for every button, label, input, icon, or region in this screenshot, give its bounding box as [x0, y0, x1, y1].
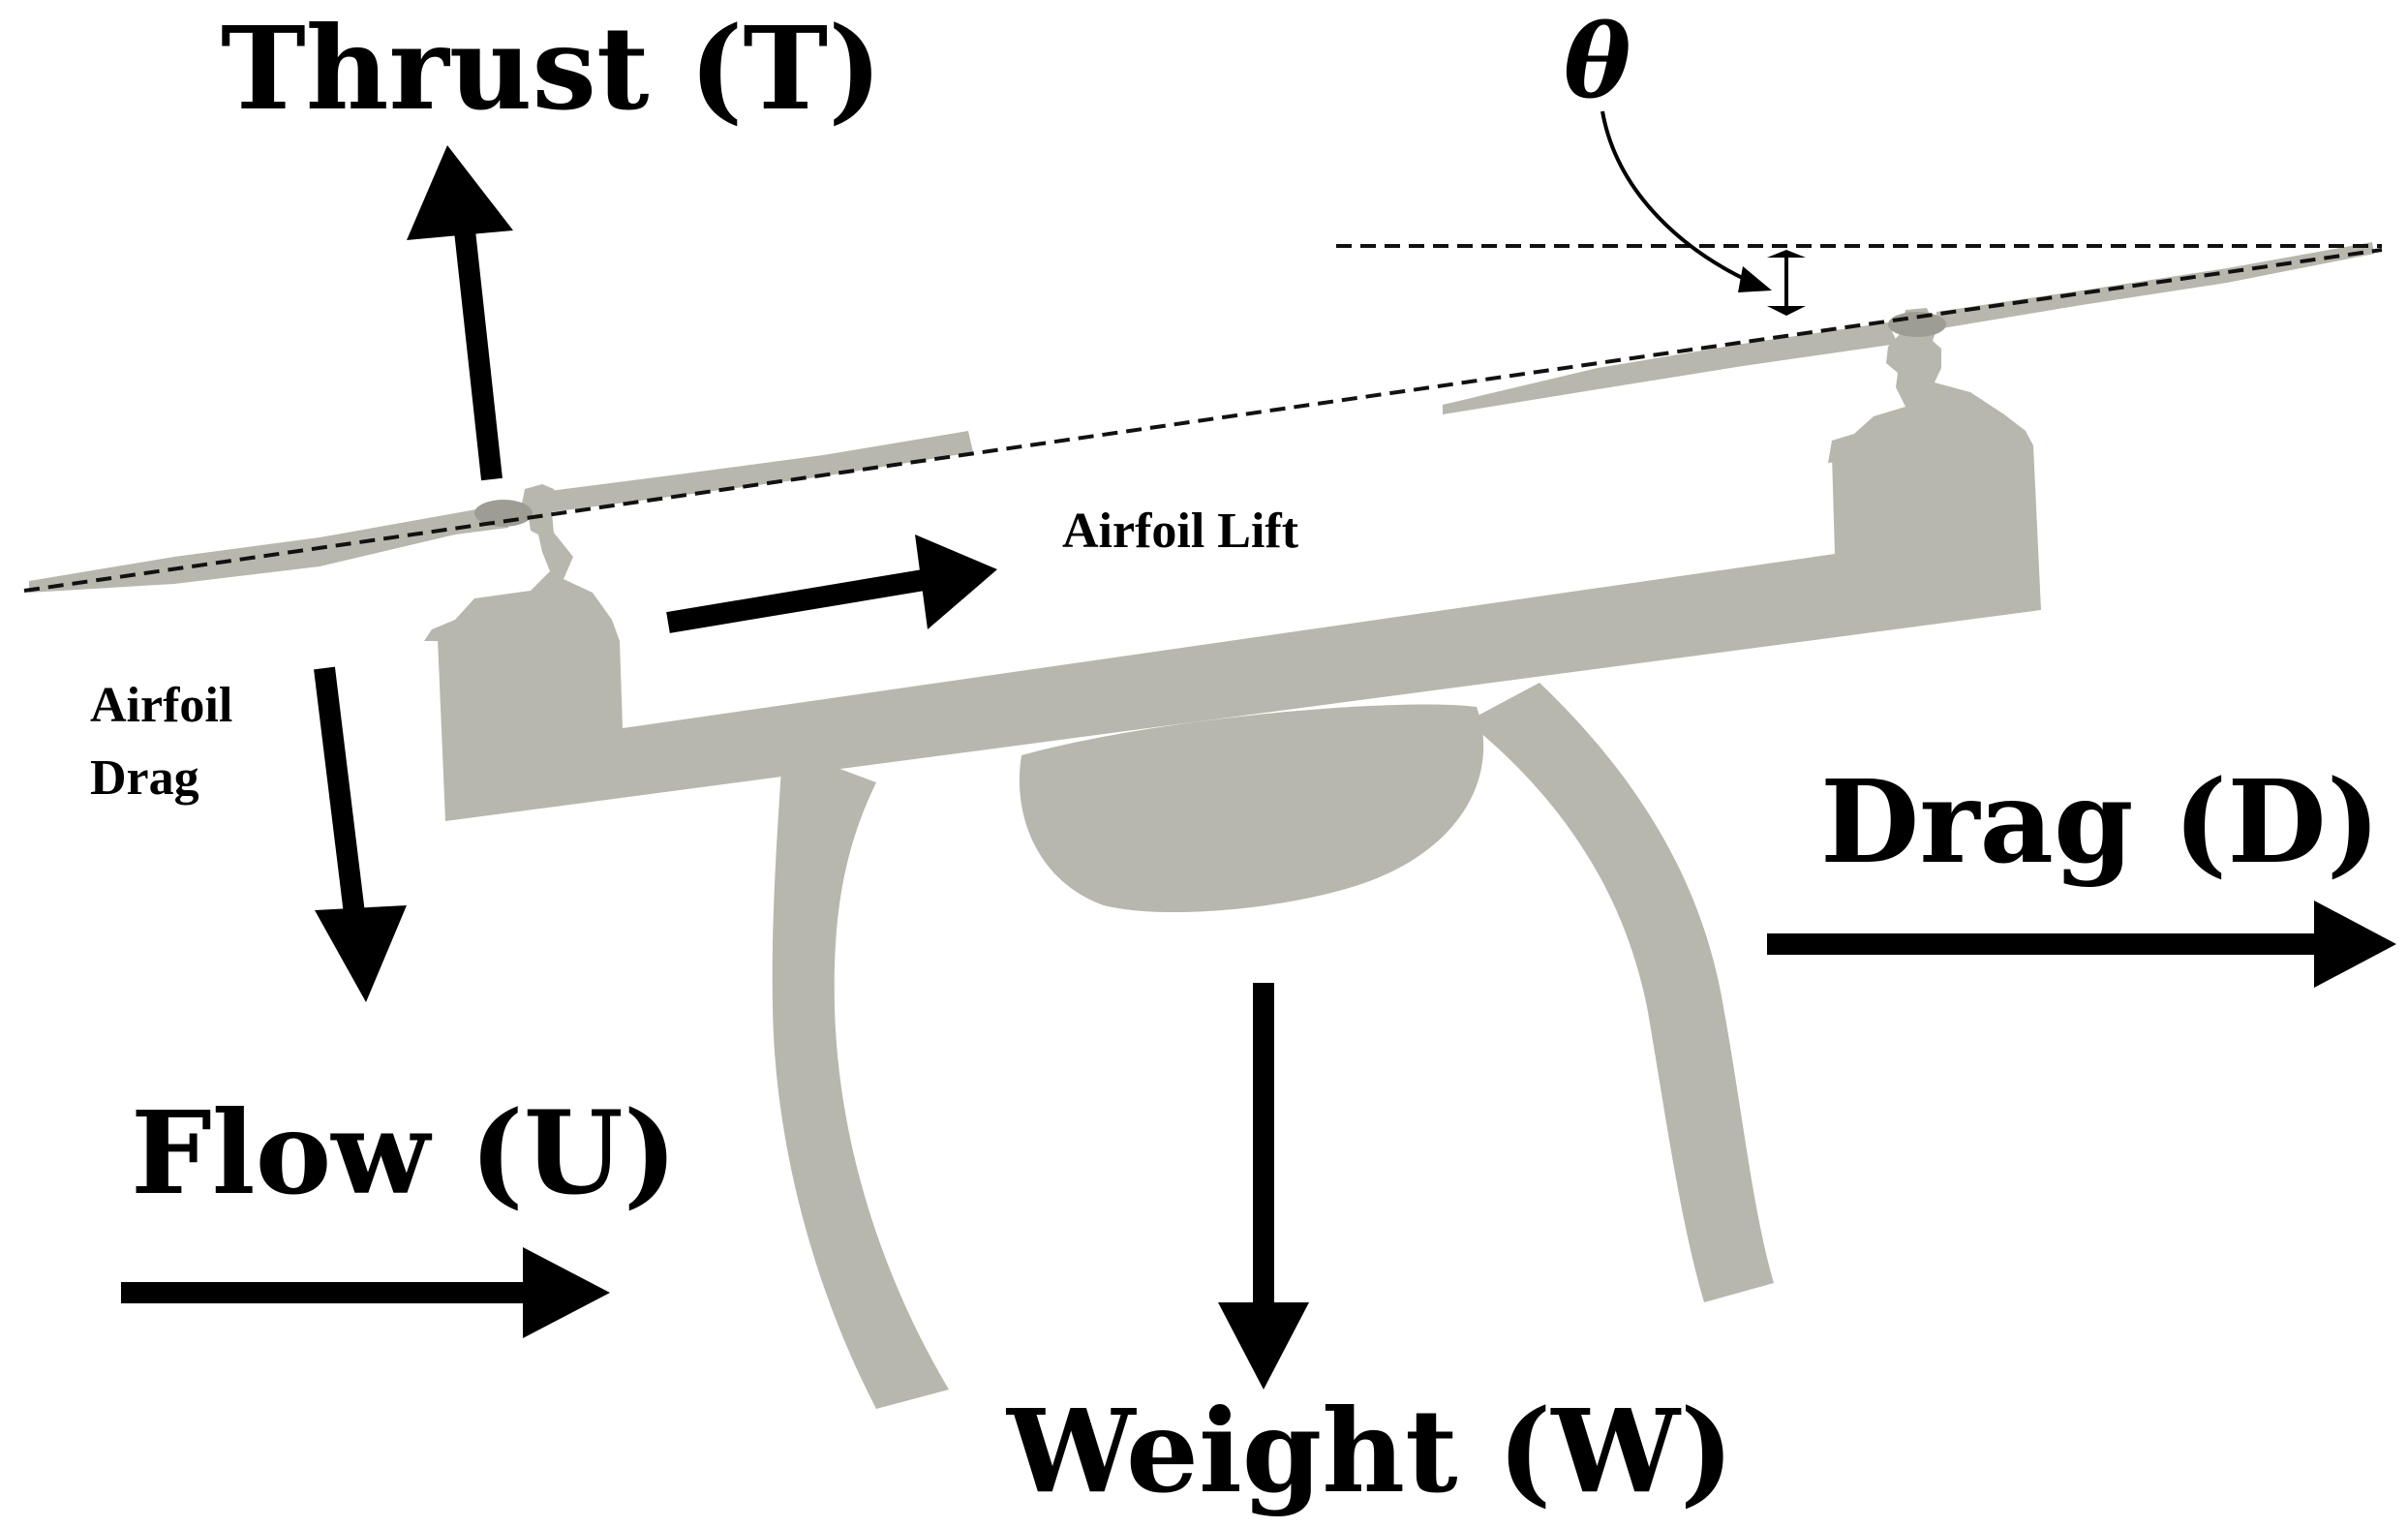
propeller-plane-line [23, 248, 2383, 593]
airfoil-drag-arrow [314, 666, 407, 1002]
thrust-label: Thrust (T) [221, 1, 882, 136]
left-motor [424, 484, 620, 641]
airfoil-drag-label-line2: Drag [90, 750, 199, 806]
theta-label: θ [1564, 2, 1631, 121]
drag-arrow [1767, 901, 2396, 988]
tilt-angle-indicator [23, 110, 2383, 593]
airfoil-drag-label-line1: Airfoil [90, 678, 232, 733]
drag-label: Drag (D) [1820, 754, 2381, 889]
weight-label: Weight (W) [1005, 1384, 1734, 1518]
theta-leader [1600, 110, 1753, 285]
center-pod [1019, 704, 1484, 913]
drone-body [424, 308, 2041, 1409]
airfoil-lift-label: Airfoil Lift [1062, 504, 1299, 559]
main-frame [438, 445, 2041, 821]
theta-leader-arrowhead [1738, 266, 1772, 292]
airfoil-lift-arrow [666, 535, 997, 633]
flow-arrow [121, 1247, 610, 1338]
right-landing-leg [1467, 683, 1774, 1302]
thrust-arrow [407, 145, 513, 481]
weight-arrow [1218, 983, 1309, 1390]
left-propeller [29, 431, 973, 593]
flow-label: Flow (U) [131, 1085, 678, 1220]
left-landing-leg [772, 748, 949, 1409]
right-motor [1828, 308, 2033, 463]
